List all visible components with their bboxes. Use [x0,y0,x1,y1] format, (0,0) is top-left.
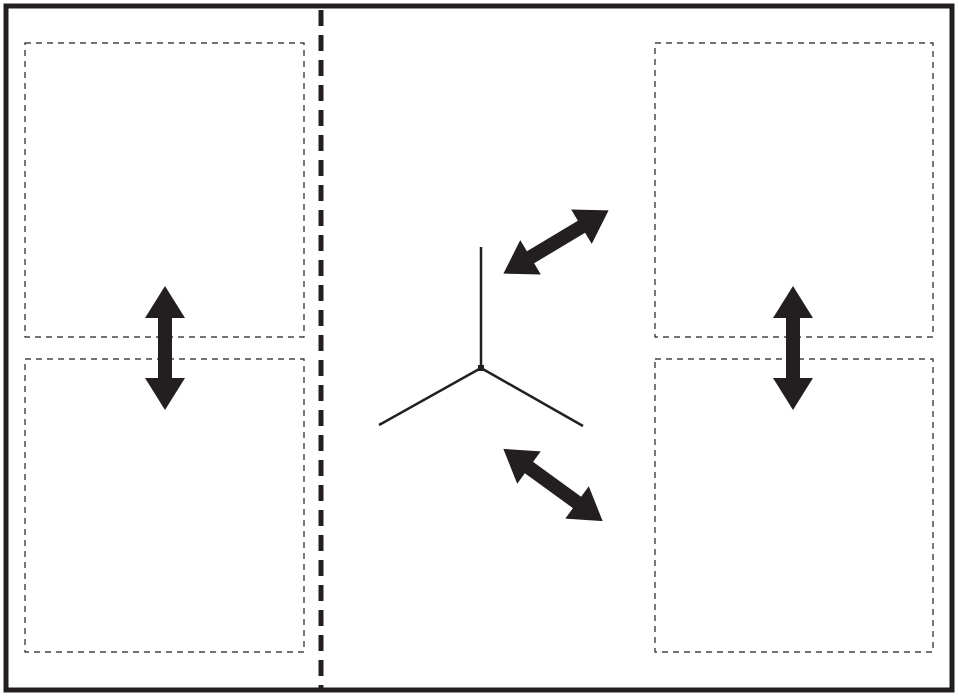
junction-node [478,365,484,371]
center-junction [378,247,584,428]
panel-right-bottom [654,358,934,653]
outer-frame [3,3,955,693]
